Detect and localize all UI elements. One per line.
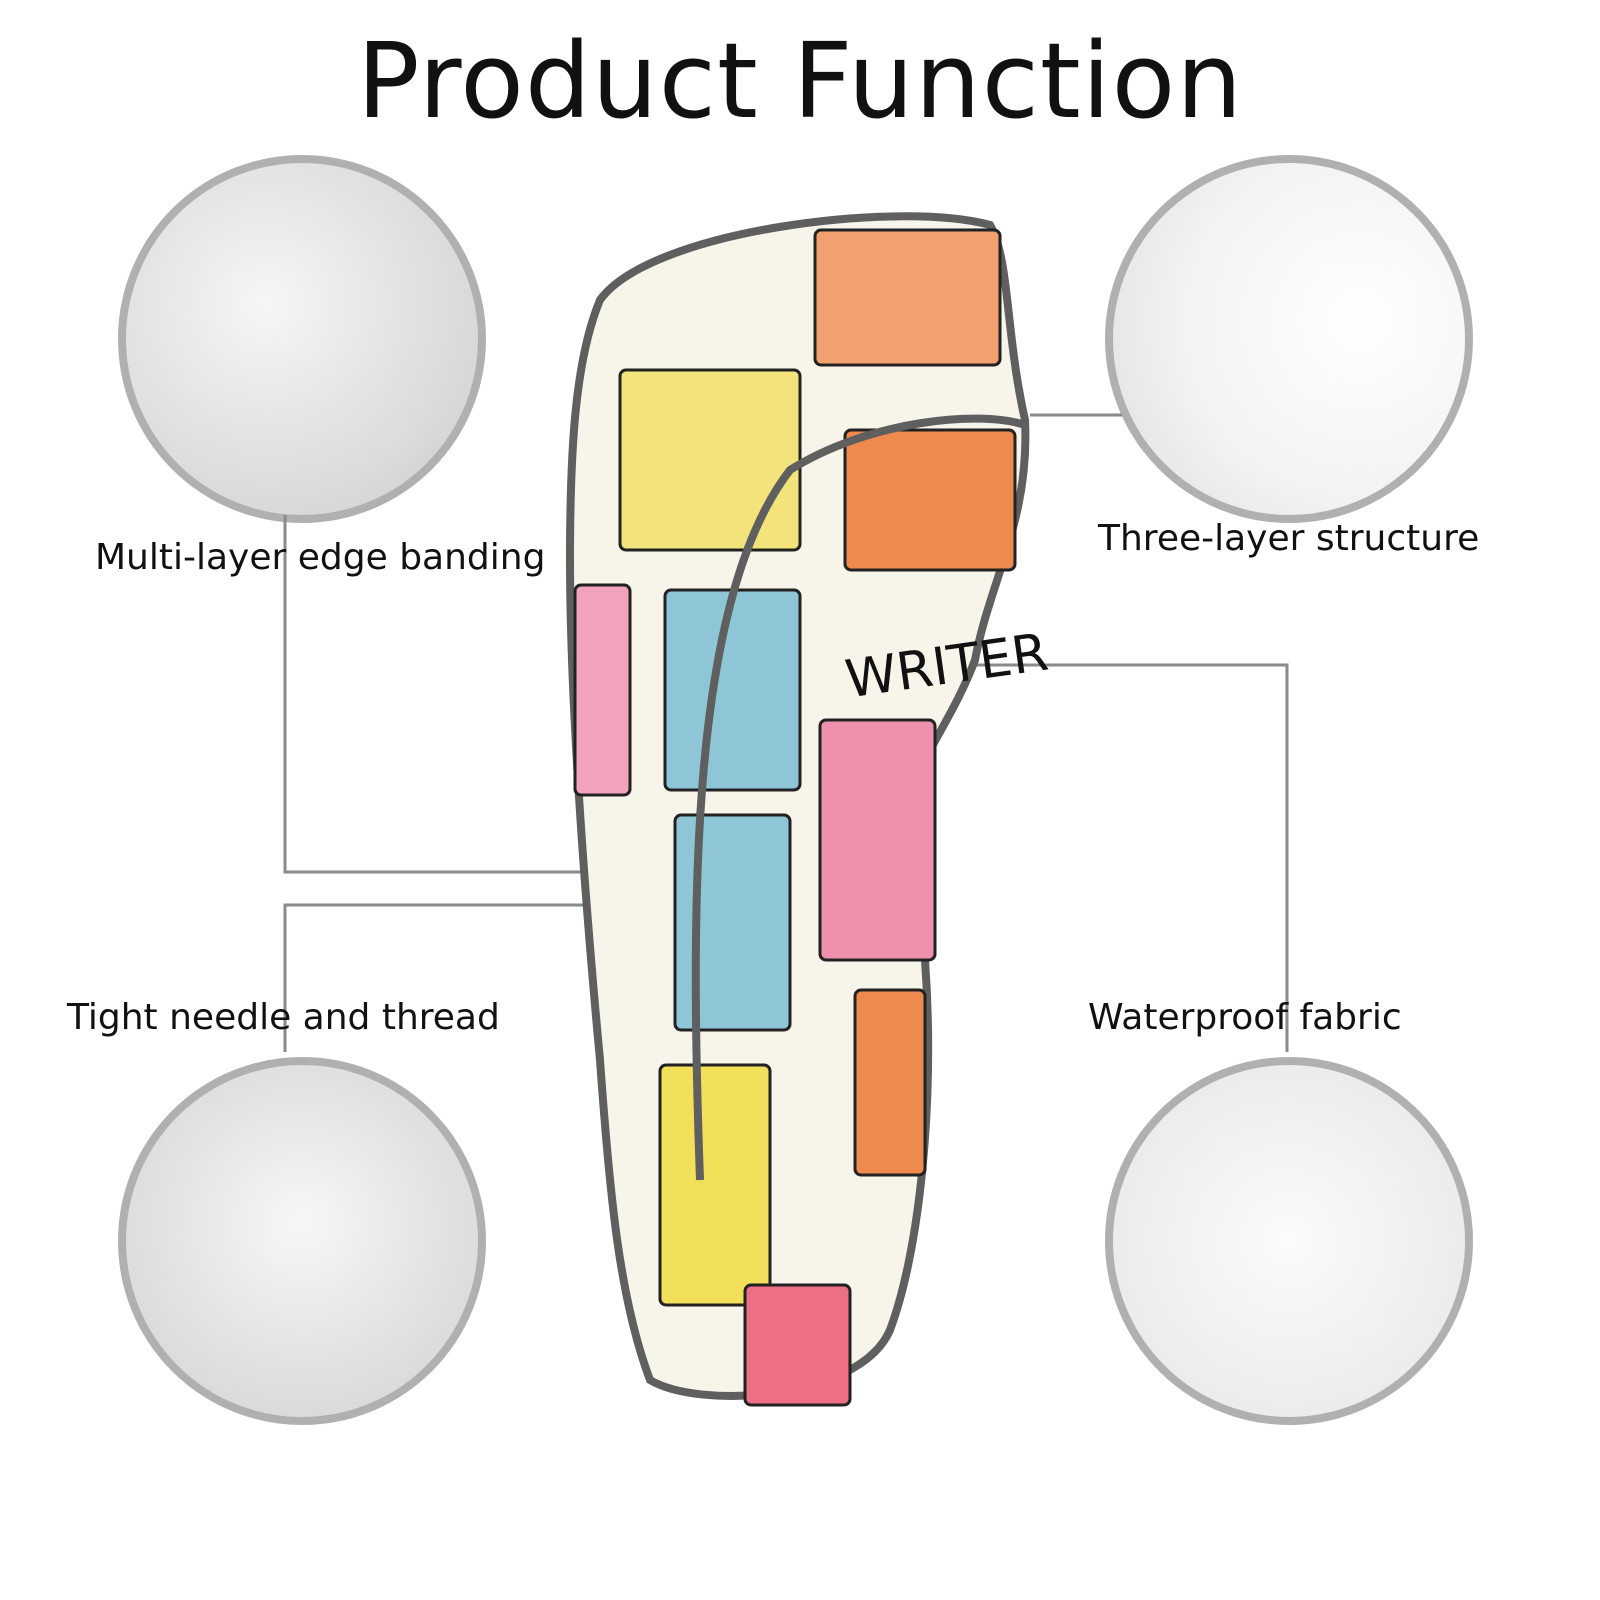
leader-lines bbox=[283, 413, 1289, 1052]
feature-label-three-layer: Three-layer structure bbox=[1098, 518, 1480, 559]
edge-banding-detail-image bbox=[118, 155, 486, 523]
feature-label-needle-thread: Tight needle and thread bbox=[67, 997, 500, 1038]
page-title: Product Function bbox=[356, 20, 1244, 142]
waterproof-detail-image bbox=[1105, 1057, 1473, 1425]
headcover: WRITER bbox=[565, 212, 1052, 1407]
three-layer-detail-image bbox=[1105, 155, 1473, 523]
needle-thread-detail-image bbox=[118, 1057, 486, 1425]
feature-label-edge-banding: Multi-layer edge banding bbox=[95, 537, 546, 578]
feature-label-waterproof: Waterproof fabric bbox=[1088, 997, 1402, 1038]
